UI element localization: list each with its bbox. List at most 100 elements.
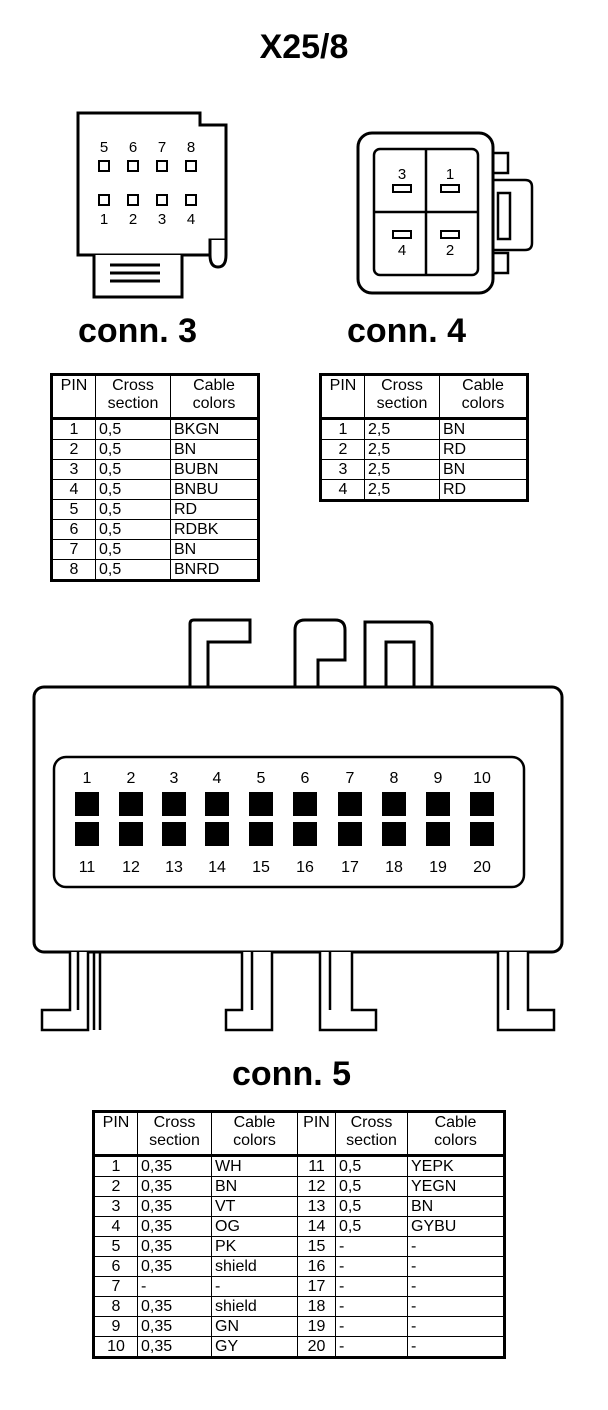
cross-section-cell: 0,35 xyxy=(137,1236,212,1257)
pin-contact xyxy=(205,792,229,816)
pin-contact xyxy=(426,792,450,816)
pin-number-label: 7 xyxy=(158,139,166,156)
pin-socket xyxy=(127,160,139,172)
pin-contact xyxy=(426,822,450,846)
pin-number-label: 1 xyxy=(100,211,108,228)
pin-number-label: 12 xyxy=(122,859,140,876)
cable-color-cell: RD xyxy=(439,439,528,460)
pin-socket xyxy=(185,160,197,172)
cable-color-cell: BN xyxy=(211,1176,298,1197)
pin-header-2: PIN xyxy=(297,1111,336,1157)
cross-section-cell: 0,35 xyxy=(137,1216,212,1237)
cross-section-cell: 0,5 xyxy=(335,1196,408,1217)
pin-cell: 15 xyxy=(297,1236,336,1257)
pin-contact xyxy=(382,792,406,816)
cross-section-cell: - xyxy=(335,1236,408,1257)
pin-cell: 14 xyxy=(297,1216,336,1237)
pin-number-label: 2 xyxy=(446,242,454,259)
pin-header: PIN xyxy=(320,374,365,420)
pin-cell: 10 xyxy=(93,1336,138,1358)
cable-color-cell: RD xyxy=(439,479,528,501)
pin-contact xyxy=(205,822,229,846)
pin-cell: 8 xyxy=(51,559,96,581)
pin-socket xyxy=(156,160,168,172)
pin-contact xyxy=(119,792,143,816)
cable-color-cell: shield xyxy=(211,1256,298,1277)
cross-section-cell: 0,5 xyxy=(95,418,171,440)
pin-cell: 2 xyxy=(51,439,96,460)
pin-cell: 1 xyxy=(320,418,365,440)
cable-color-cell: GYBU xyxy=(407,1216,505,1237)
pin-cell: 2 xyxy=(320,439,365,460)
pin-number-label: 5 xyxy=(257,770,266,787)
pin-cell: 17 xyxy=(297,1276,336,1297)
cross-section-cell: 0,35 xyxy=(137,1296,212,1317)
pin-contact xyxy=(470,822,494,846)
pin-number-label: 8 xyxy=(187,139,195,156)
cable-color-cell: BN xyxy=(170,439,259,460)
pin-number-label: 14 xyxy=(208,859,226,876)
cross-section-cell: - xyxy=(335,1336,408,1358)
pin-cell: 19 xyxy=(297,1316,336,1337)
pin-number-label: 5 xyxy=(100,139,108,156)
pin-socket xyxy=(185,194,197,206)
cable-color-cell: - xyxy=(407,1256,505,1277)
conn4-label: conn. 4 xyxy=(347,312,467,350)
cross-section-cell: 2,5 xyxy=(364,459,440,480)
pin-cell: 6 xyxy=(93,1256,138,1277)
pin-number-label: 3 xyxy=(170,770,179,787)
cable-color-cell: BUBN xyxy=(170,459,259,480)
pin-number-label: 17 xyxy=(341,859,359,876)
cross-section-cell: 0,5 xyxy=(95,479,171,500)
pin-number-label: 20 xyxy=(473,859,491,876)
pin-number-label: 3 xyxy=(158,211,166,228)
pin-number-label: 7 xyxy=(346,770,355,787)
pin-number-label: 9 xyxy=(434,770,443,787)
pin-number-label: 1 xyxy=(446,166,454,183)
cable-color-cell: - xyxy=(407,1316,505,1337)
table-row: 7--17-- xyxy=(93,1276,505,1297)
pin-contact xyxy=(249,792,273,816)
cross-section-cell: 2,5 xyxy=(364,439,440,460)
cable-color-cell: BN xyxy=(439,459,528,480)
pin-number-label: 2 xyxy=(127,770,136,787)
pin-socket xyxy=(392,184,412,193)
cross-section-cell: 2,5 xyxy=(364,479,440,501)
cable-color-cell: GY xyxy=(211,1336,298,1358)
cross-section-cell: - xyxy=(335,1256,408,1277)
pin-cell: 7 xyxy=(93,1276,138,1297)
cable-color-cell: RD xyxy=(170,499,259,520)
cross-section-cell: 0,5 xyxy=(335,1216,408,1237)
cross-section-cell: - xyxy=(335,1296,408,1317)
pin-cell: 8 xyxy=(93,1296,138,1317)
pin-number-label: 1 xyxy=(83,770,92,787)
pin-number-label: 16 xyxy=(296,859,314,876)
cable-color-cell: WH xyxy=(211,1155,298,1177)
pin-number-label: 11 xyxy=(79,859,96,876)
pin-contact xyxy=(470,792,494,816)
pin-contact xyxy=(119,822,143,846)
pin-socket xyxy=(392,230,412,239)
pin-socket xyxy=(98,160,110,172)
pin-contact xyxy=(293,822,317,846)
cable-color-cell: - xyxy=(407,1236,505,1257)
